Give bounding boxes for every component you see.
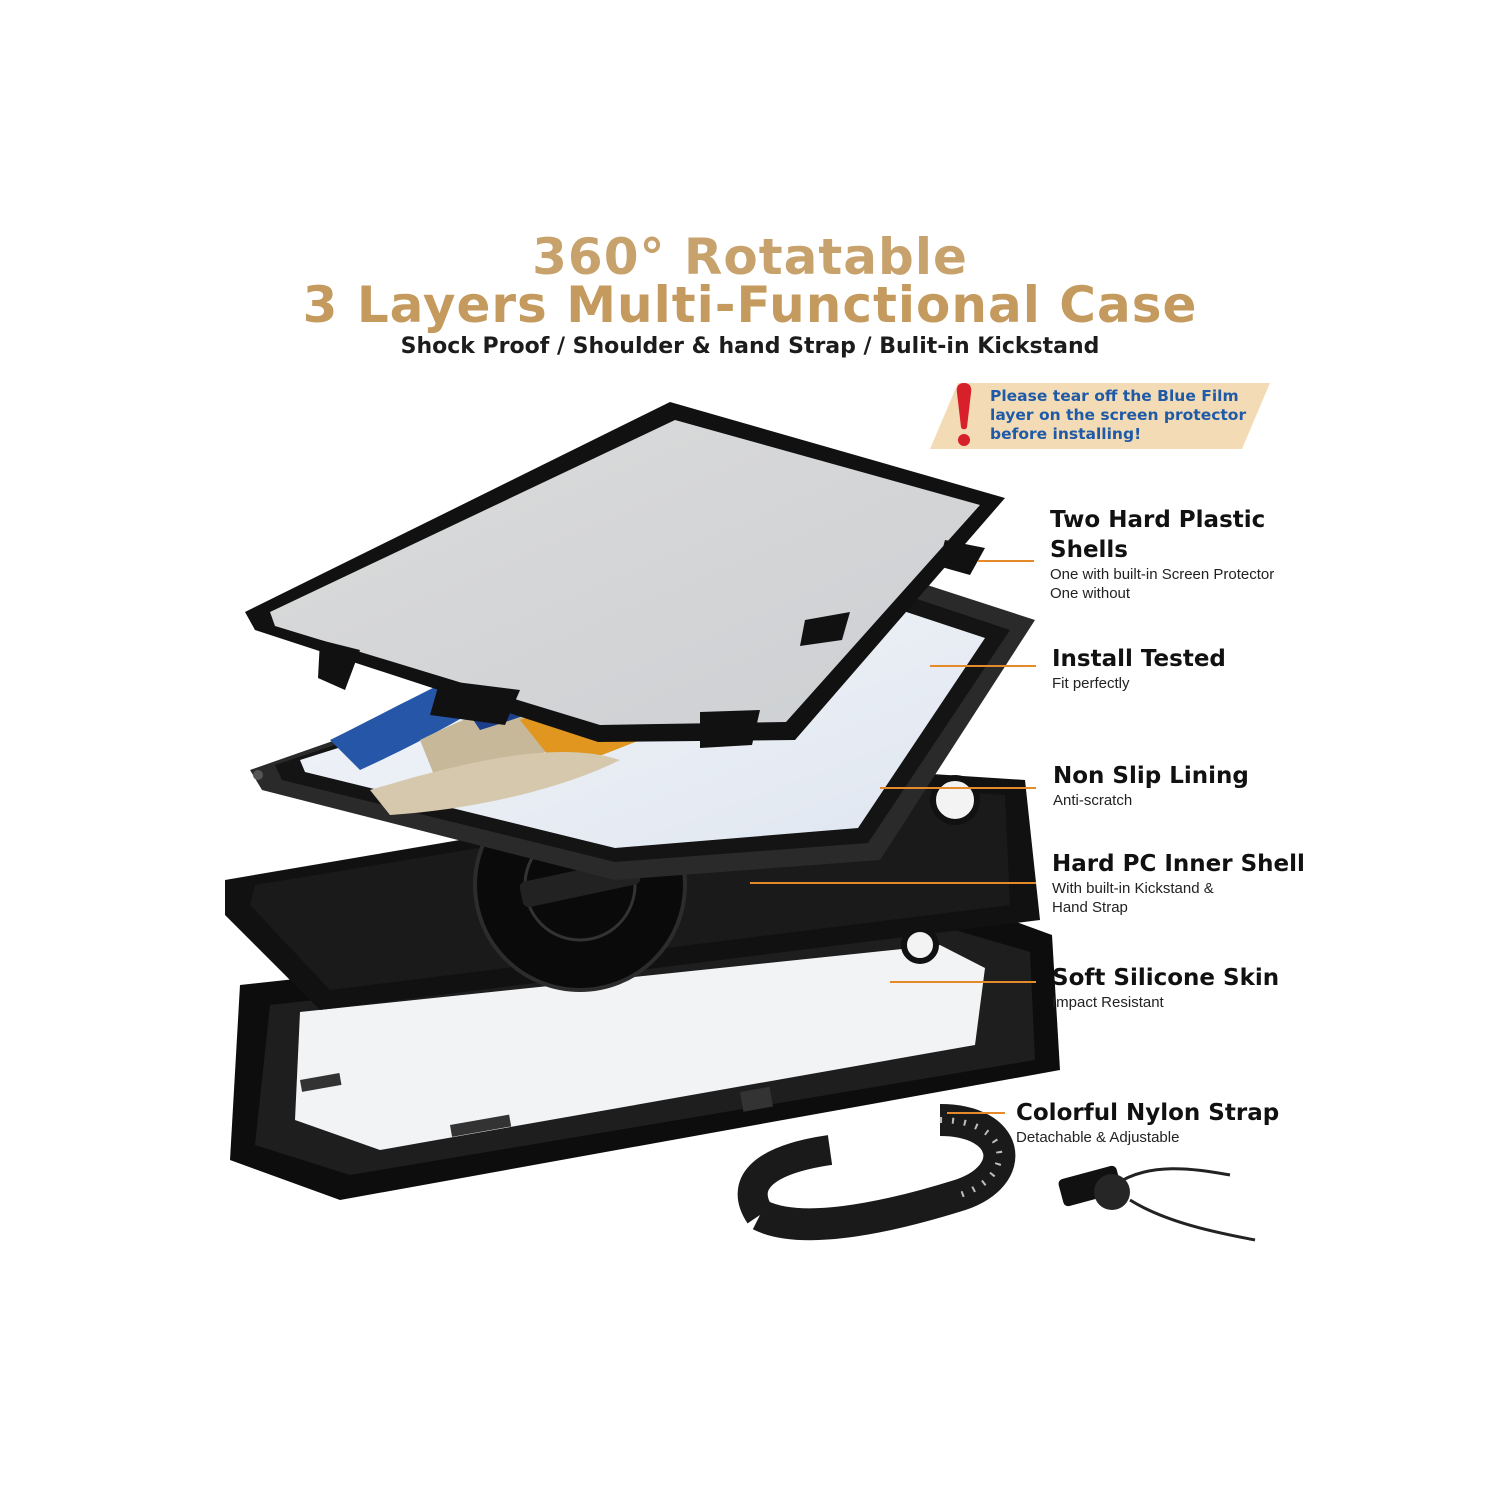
feature-title: Shells <box>1050 537 1128 563</box>
feature-two-hard-plastic-shells: Two Hard Plastic Shells One with built-i… <box>1050 505 1470 603</box>
notice-banner: Please tear off the Blue Film layer on t… <box>930 383 1270 449</box>
feature-title: Install Tested <box>1052 646 1226 672</box>
feature-non-slip-lining: Non Slip Lining Anti-scratch <box>1053 761 1473 810</box>
feature-desc: Detachable & Adjustable <box>1016 1129 1180 1146</box>
feature-desc: Impact Resistant <box>1052 994 1164 1011</box>
top-shell <box>245 402 1005 748</box>
feature-desc: With built-in Kickstand & <box>1052 880 1214 897</box>
notice-text: Please tear off the Blue Film layer on t… <box>990 387 1247 443</box>
feature-install-tested: Install Tested Fit perfectly <box>1052 644 1472 693</box>
exclamation-icon <box>956 383 972 446</box>
notice-background <box>930 383 1270 449</box>
nylon-strap <box>737 1104 1256 1242</box>
feature-title: Hard PC Inner Shell <box>1052 851 1305 877</box>
feature-desc: Hand Strap <box>1052 899 1128 916</box>
feature-soft-silicone-skin: Soft Silicone Skin Impact Resistant <box>1052 963 1472 1012</box>
feature-hard-pc-inner-shell: Hard PC Inner Shell With built-in Kickst… <box>1052 849 1482 917</box>
feature-colorful-nylon-strap: Colorful Nylon Strap Detachable & Adjust… <box>1016 1098 1476 1147</box>
feature-desc: Anti-scratch <box>1053 792 1133 809</box>
feature-desc: One with built-in Screen Protector <box>1050 566 1275 583</box>
feature-desc: One without <box>1050 585 1131 602</box>
product-illustration <box>225 402 1256 1242</box>
feature-title: Two Hard Plastic <box>1050 507 1266 533</box>
feature-desc: Fit perfectly <box>1052 675 1130 692</box>
title-line-2: 3 Layers Multi-Functional Case <box>302 276 1198 334</box>
subtitle: Shock Proof / Shoulder & hand Strap / Bu… <box>400 334 1100 359</box>
feature-title: Colorful Nylon Strap <box>1016 1100 1280 1126</box>
title-line-1: 360° Rotatable <box>532 228 968 286</box>
feature-title: Non Slip Lining <box>1053 763 1249 789</box>
feature-title: Soft Silicone Skin <box>1052 965 1280 991</box>
